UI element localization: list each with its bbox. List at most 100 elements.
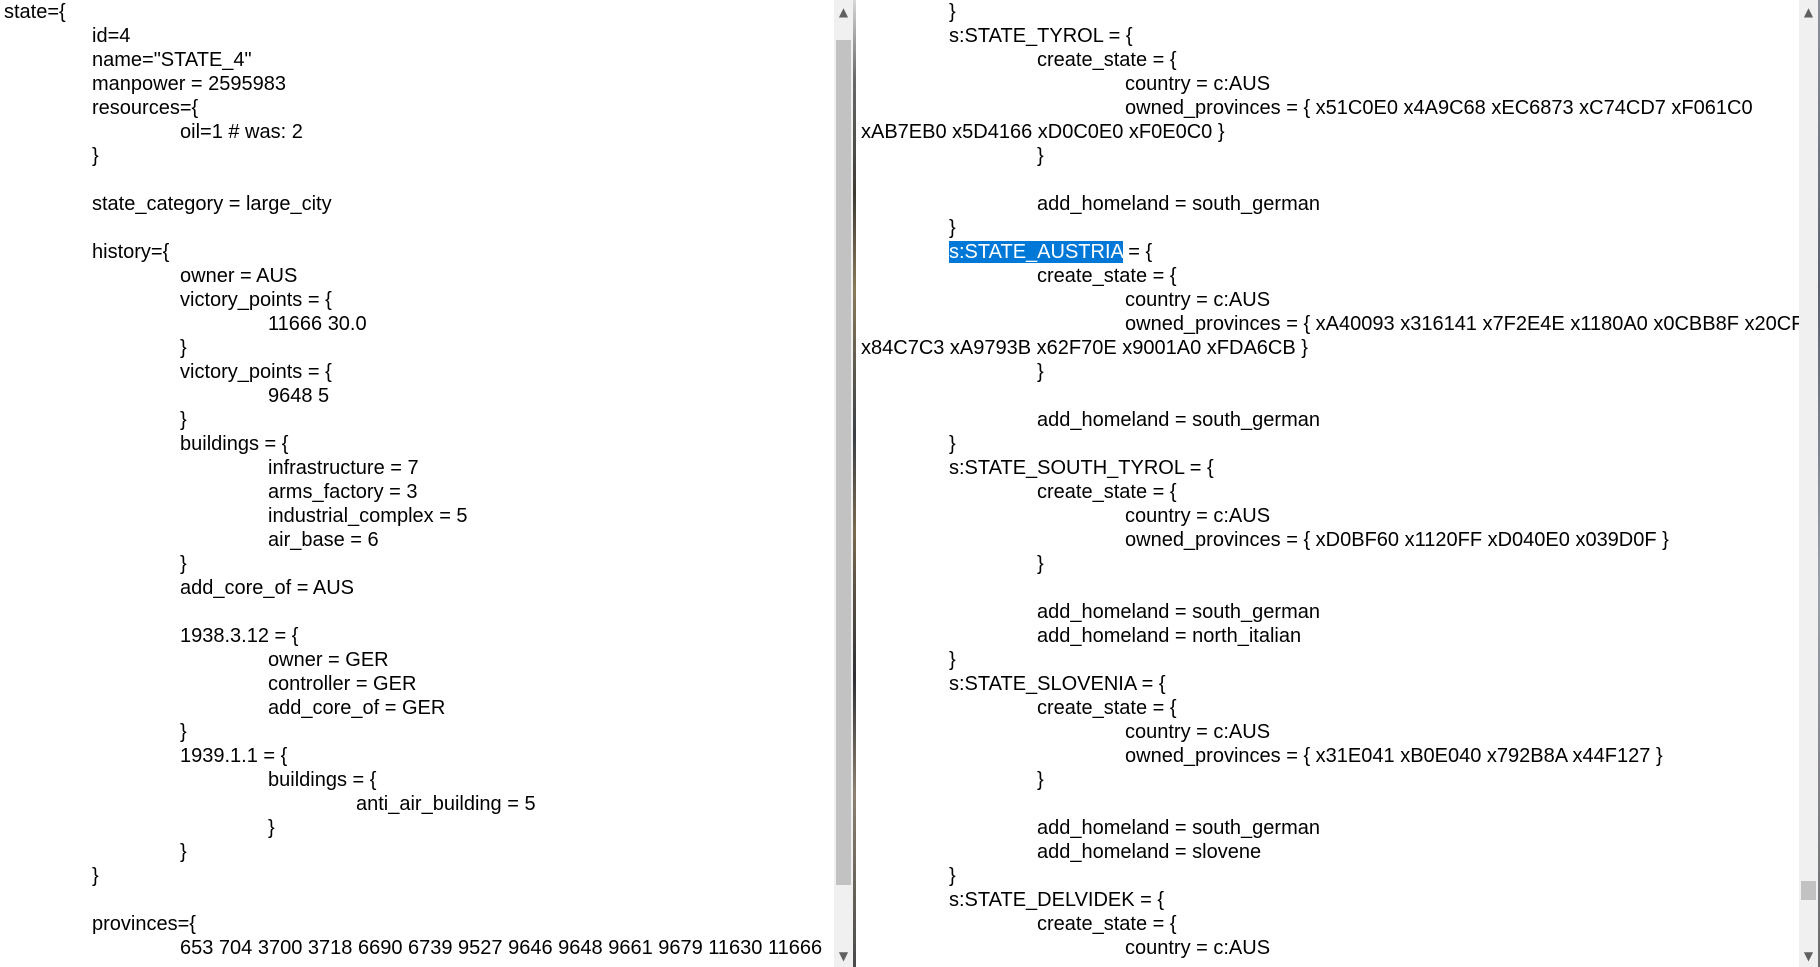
code-line: x84C7C3 xA9793B x62F70E x9001A0 xFDA6CB … [861,336,1799,360]
code-line: owned_provinces = { xA40093 x316141 x7F2… [861,312,1799,336]
code-text: owned_provinces = { xA40093 x316141 x7F2… [1125,313,1799,335]
code-line: } [4,816,834,840]
code-line: } [861,0,1799,24]
code-text: s:STATE_DELVIDEK = { [949,889,1165,911]
code-line: country = c:AUS [861,288,1799,312]
code-line: create_state = { [861,480,1799,504]
code-line: create_state = { [861,48,1799,72]
scroll-down-arrow-icon[interactable]: ▼ [838,948,849,963]
code-line: industrial_complex = 5 [4,504,834,528]
background-window-edge [1818,0,1820,967]
code-text: add_homeland = south_german [1037,601,1320,623]
code-line: arms_factory = 3 [4,480,834,504]
code-text: add_homeland = south_german [1037,817,1320,839]
code-line: } [4,552,834,576]
code-text: s:STATE_SOUTH_TYROL = { [949,457,1214,479]
code-text: create_state = { [1037,481,1177,503]
code-line: id=4 [4,24,834,48]
code-text: 653 704 3700 3718 6690 6739 9527 9646 96… [180,937,823,959]
code-line: add_homeland = north_italian [861,624,1799,648]
code-line: create_state = { [861,264,1799,288]
code-text: history={ [92,241,170,263]
code-text: arms_factory = 3 [268,481,418,503]
scroll-up-arrow-icon[interactable]: ▲ [1803,4,1814,19]
code-line: infrastructure = 7 [4,456,834,480]
code-text: owner = AUS [180,265,298,287]
code-line: add_core_of = GER [4,696,834,720]
scroll-down-arrow-icon[interactable]: ▼ [1803,948,1814,963]
code-line: oil=1 # was: 2 [4,120,834,144]
scroll-up-arrow-icon[interactable]: ▲ [838,4,849,19]
code-text: buildings = { [180,433,289,455]
code-line: 1939.1.1 = { [4,744,834,768]
code-text: add_core_of = AUS [180,577,355,599]
code-line: country = c:AUS [861,720,1799,744]
code-line: buildings = { [4,768,834,792]
code-text: buildings = { [268,769,377,791]
code-line: } [4,864,834,888]
code-line: add_homeland = slovene [861,840,1799,864]
code-line: xAB7EB0 x5D4166 xD0C0E0 xF0E0C0 } [861,120,1799,144]
code-text: create_state = { [1037,265,1177,287]
code-text: } [92,145,99,167]
code-text: resources={ [92,97,199,119]
code-text: x84C7C3 xA9793B x62F70E x9001A0 xFDA6CB … [861,337,1308,359]
code-line: } [4,720,834,744]
left-vertical-scrollbar[interactable]: ▲ ▼ [834,0,853,967]
code-text: } [949,865,956,887]
code-line: add_homeland = south_german [861,816,1799,840]
code-line: owned_provinces = { x31E041 xB0E040 x792… [861,744,1799,768]
code-line: } [861,648,1799,672]
code-line: add_homeland = south_german [861,408,1799,432]
code-line: country = c:AUS [861,72,1799,96]
code-text: victory_points = { [180,361,332,383]
code-line: history={ [4,240,834,264]
code-line [861,576,1799,600]
code-line: air_base = 6 [4,528,834,552]
right-text-area[interactable]: }s:STATE_TYROL = {create_state = {countr… [861,0,1799,960]
code-text: } [1037,553,1044,575]
right-editor-pane[interactable]: }s:STATE_TYROL = {create_state = {countr… [856,0,1799,967]
code-line: owner = GER [4,648,834,672]
code-text: provinces={ [92,913,196,935]
right-scroll-thumb[interactable] [1801,881,1816,900]
code-text: name="STATE_4" [92,49,252,71]
code-line: name="STATE_4" [4,48,834,72]
code-text: id=4 [92,25,131,47]
code-line: anti_air_building = 5 [4,792,834,816]
code-line [861,792,1799,816]
code-text: create_state = { [1037,913,1177,935]
code-line: add_homeland = south_german [861,600,1799,624]
code-text: } [1037,145,1044,167]
code-line: } [861,360,1799,384]
code-text: } [949,433,956,455]
background-window-strip [853,0,856,967]
code-line: resources={ [4,96,834,120]
code-text: } [180,841,187,863]
code-line: country = c:AUS [861,504,1799,528]
code-line: state_category = large_city [4,192,834,216]
code-line: create_state = { [861,912,1799,936]
code-line: } [861,768,1799,792]
code-text: } [949,1,956,23]
right-vertical-scrollbar[interactable]: ▲ ▼ [1799,0,1818,967]
code-text: } [92,865,99,887]
left-scroll-thumb[interactable] [836,40,851,885]
code-line: provinces={ [4,912,834,936]
code-text: 1939.1.1 = { [180,745,288,767]
code-line [4,168,834,192]
code-text: owned_provinces = { xD0BF60 x1120FF xD04… [1125,529,1669,551]
code-text: 1938.3.12 = { [180,625,299,647]
code-text: s:STATE_SLOVENIA = { [949,673,1166,695]
code-text: } [180,409,187,431]
code-text: country = c:AUS [1125,289,1271,311]
code-line: owned_provinces = { x51C0E0 x4A9C68 xEC6… [861,96,1799,120]
code-line: create_state = { [861,696,1799,720]
code-text: 9648 5 [268,385,330,407]
code-line: manpower = 2595983 [4,72,834,96]
code-line: } [4,840,834,864]
code-text: owner = GER [268,649,389,671]
code-text: xAB7EB0 x5D4166 xD0C0E0 xF0E0C0 } [861,121,1225,143]
